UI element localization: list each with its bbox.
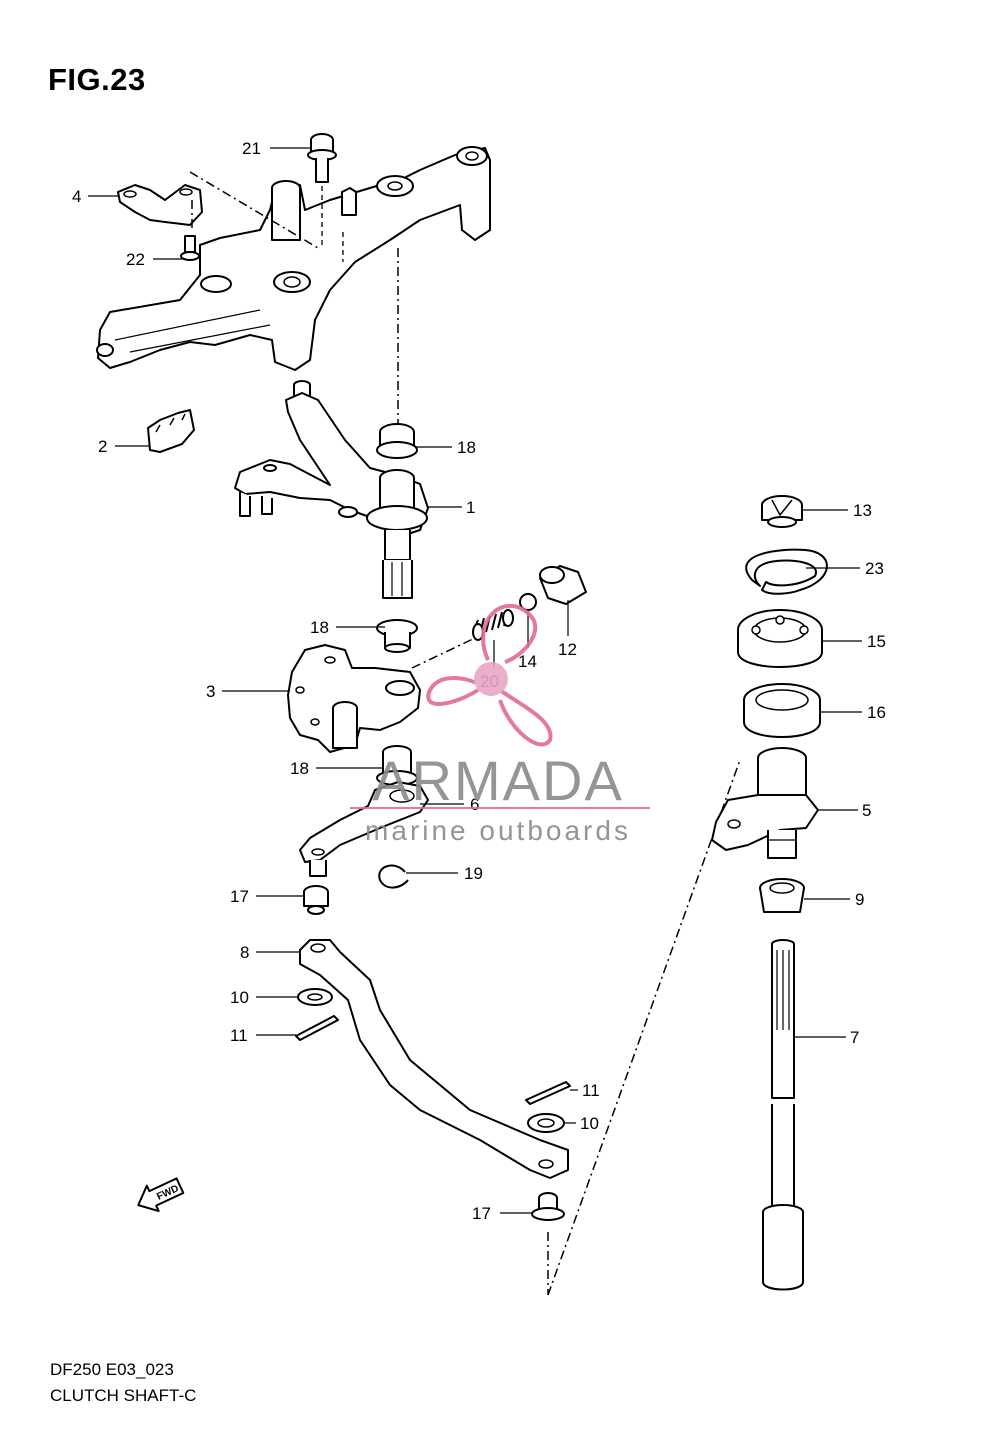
propeller-logo [426,603,553,747]
callout-18-upper: 18 [457,438,476,457]
callout-12: 12 [558,640,577,659]
cotter-pin-part-11-lower [525,1081,571,1105]
clip-part-2 [147,409,195,453]
callout-leaders [88,147,862,1214]
washer-part-10-lower-hole [537,1118,555,1128]
link-rod-part-8 [299,939,569,1179]
forward-direction-arrow: FWD [137,1177,185,1213]
watermark-brand: ARMADA [372,749,624,812]
callout-1: 1 [466,498,475,517]
propeller-hub-icon [474,662,508,696]
alignment-line [189,171,319,249]
washer-part-10-upper-hole [307,993,323,1001]
clutch-shaft-part-7 [762,939,804,1291]
lever-part-6 [299,781,429,877]
cotter-pin-part-11-upper [295,1015,339,1041]
bushing-part-18-middle [376,619,418,653]
callout-11-upper: 11 [230,1026,248,1045]
bushing-part-9 [759,878,805,913]
callout-22: 22 [126,250,145,269]
callout-23: 23 [865,559,884,578]
callout-numbers: 21 4 22 2 18 1 18 3 18 6 19 17 8 10 11 1… [72,139,886,1223]
callout-18-lower: 18 [290,759,309,778]
plug-part-13 [761,495,803,528]
alignment-line [411,637,476,669]
sleeve-part-12 [539,565,587,605]
snap-ring-part-23 [745,548,828,595]
callout-10-upper: 10 [230,988,249,1007]
callout-9: 9 [855,890,864,909]
bushing-part-17-lower [531,1192,565,1221]
callout-10-lower: 10 [580,1114,599,1133]
bracket-part-3 [287,644,421,753]
watermark-tagline: marine outboards [365,815,631,846]
callout-11-lower: 11 [582,1081,600,1100]
callout-18-middle: 18 [310,618,329,637]
screw-part-22 [180,235,200,261]
armada-watermark: ARMADA marine outboards [350,603,650,846]
seal-part-16 [743,683,821,738]
callout-21: 21 [242,139,261,158]
callout-17-lower: 17 [472,1204,491,1223]
lever-part-1 [234,380,429,599]
bearing-part-15 [737,609,823,668]
bolt-part-21 [307,133,337,183]
callout-19: 19 [464,864,483,883]
callout-13: 13 [853,501,872,520]
callout-15: 15 [867,632,886,651]
shift-cam-part-5 [711,747,819,859]
figure-name: CLUTCH SHAFT-C [50,1386,197,1405]
figure-title: FIG.23 [48,62,146,97]
callout-7: 7 [850,1028,859,1047]
callout-14: 14 [518,652,537,671]
plate-part-4 [117,184,203,226]
callout-6: 6 [470,795,479,814]
callout-17-upper: 17 [230,887,249,906]
callout-8: 8 [240,943,249,962]
callout-4: 4 [72,187,81,206]
bushing-part-17-upper [303,885,329,915]
figure-code: DF250 E03_023 [50,1360,174,1379]
callout-16: 16 [867,703,886,722]
callout-3: 3 [206,682,215,701]
callout-2: 2 [98,437,107,456]
bushing-part-18-upper [376,423,418,459]
upper-bracket [96,146,491,371]
clip-part-19 [378,864,409,889]
callout-5: 5 [862,801,871,820]
